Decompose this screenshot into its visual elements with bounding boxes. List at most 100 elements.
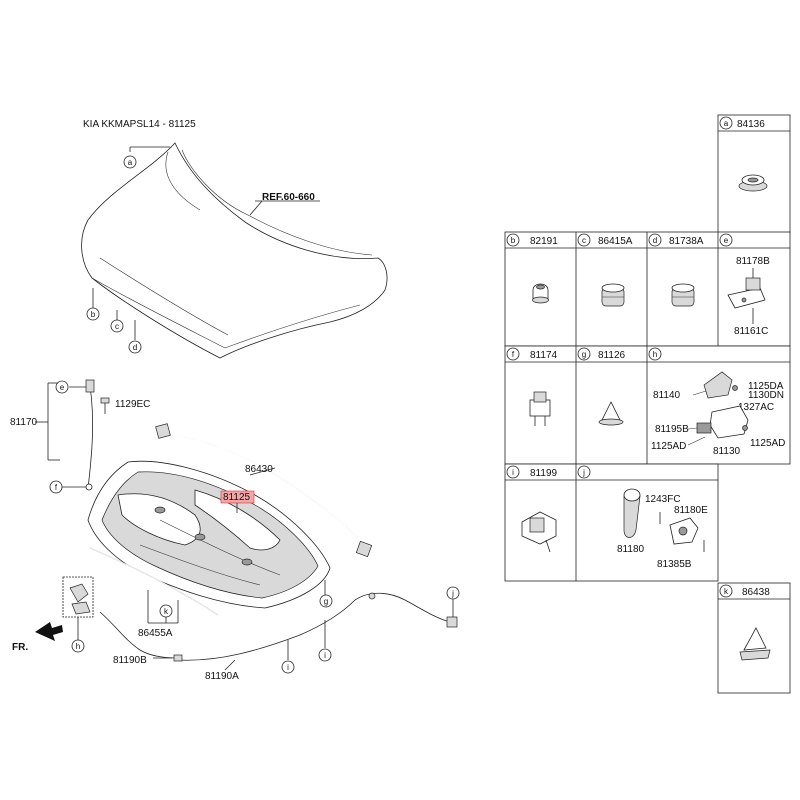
parts-grid: a 84136 b 82191 c 8641 bbox=[504, 114, 791, 694]
release-cable bbox=[99, 592, 458, 662]
part-1243fc: 1243FC bbox=[645, 494, 681, 505]
cable-clip-81199-icon bbox=[521, 511, 557, 553]
svg-text:h: h bbox=[653, 350, 657, 359]
label-81170: 81170 bbox=[10, 417, 38, 428]
svg-text:d: d bbox=[653, 236, 657, 245]
hood-insulator-81125 bbox=[87, 460, 331, 609]
part-82191: 82191 bbox=[530, 236, 558, 247]
callout-d-hood: d bbox=[128, 340, 142, 354]
push-clip-81126-icon bbox=[598, 401, 624, 426]
bumper-86415a-icon bbox=[601, 283, 625, 307]
hood-panel bbox=[81, 142, 388, 359]
hood-latch-81130-icon bbox=[687, 371, 749, 446]
part-1327ac: 1327AC bbox=[738, 402, 774, 413]
bracket-81178b-icon bbox=[727, 268, 766, 324]
grid-cell-h: h 81140 1125DA 1130DN 1327AC 81195B 1125… bbox=[648, 347, 785, 457]
latch-assembly-small bbox=[62, 576, 94, 618]
seal-strip-86455a bbox=[89, 547, 219, 616]
clip-86438-icon bbox=[739, 627, 771, 661]
bumper-82191-icon bbox=[532, 283, 549, 304]
label-81125: 81125 bbox=[223, 492, 251, 503]
grid-cell-b: b 82191 bbox=[506, 233, 558, 304]
part-81180: 81180 bbox=[617, 544, 645, 555]
part-84136: 84136 bbox=[737, 119, 765, 130]
callout-j-cable: j bbox=[446, 586, 460, 600]
part-81161c: 81161C bbox=[734, 326, 768, 337]
svg-text:g: g bbox=[324, 597, 328, 606]
part-81178b: 81178B bbox=[736, 256, 770, 267]
part-81385b: 81385B bbox=[657, 559, 692, 570]
grid-cell-k: k 86438 bbox=[719, 584, 771, 661]
part-81130: 81130 bbox=[713, 446, 741, 457]
svg-text:j: j bbox=[451, 589, 454, 598]
part-86438: 86438 bbox=[742, 587, 770, 598]
grid-cell-g: g 81126 bbox=[577, 347, 626, 426]
svg-text:h: h bbox=[76, 642, 80, 651]
svg-text:c: c bbox=[582, 236, 586, 245]
callout-g-insulator: g bbox=[319, 594, 333, 608]
svg-text:i: i bbox=[512, 468, 514, 477]
svg-text:b: b bbox=[511, 236, 516, 245]
grid-cell-j: j 1243FC 81180E 81180 81385B bbox=[577, 465, 708, 570]
callout-c-hood: c bbox=[110, 319, 124, 333]
part-86415a: 86415A bbox=[598, 236, 633, 247]
callout-h-latch: h bbox=[71, 639, 85, 653]
part-81174: 81174 bbox=[530, 350, 558, 361]
callout-i-cable-2: i bbox=[318, 648, 332, 662]
svg-text:j: j bbox=[582, 468, 585, 477]
part-1125da: 1125DA bbox=[748, 381, 784, 392]
svg-text:c: c bbox=[115, 322, 119, 331]
callout-b-hood: b bbox=[86, 307, 100, 321]
svg-text:d: d bbox=[133, 343, 137, 352]
bolt-1129ec bbox=[100, 397, 110, 414]
grid-cell-d: d 81738A bbox=[648, 233, 704, 307]
svg-text:e: e bbox=[60, 383, 65, 392]
svg-text:i: i bbox=[324, 651, 326, 660]
diagram-title: KIA KKMAPSL14 - 81125 bbox=[83, 119, 196, 130]
release-handle-81180-icon bbox=[623, 488, 705, 552]
svg-text:e: e bbox=[724, 236, 729, 245]
svg-text:k: k bbox=[724, 587, 729, 596]
svg-text:a: a bbox=[724, 119, 729, 128]
grid-cell-f: f 81174 bbox=[506, 347, 558, 426]
fr-label: FR. bbox=[12, 642, 28, 653]
part-81738a: 81738A bbox=[669, 236, 704, 247]
clip-81174-icon bbox=[529, 391, 551, 426]
callout-i-cable-1: i bbox=[281, 660, 295, 674]
callout-f-rod: f bbox=[49, 480, 63, 494]
svg-text:f: f bbox=[512, 350, 515, 359]
part-81126: 81126 bbox=[598, 350, 626, 361]
ref-label: REF.60-660 bbox=[262, 192, 315, 203]
highlight-81125 bbox=[220, 490, 255, 504]
svg-text:f: f bbox=[55, 483, 58, 492]
svg-text:i: i bbox=[287, 663, 289, 672]
label-81190b: 81190B bbox=[113, 655, 147, 666]
grid-cell-i: i 81199 bbox=[506, 465, 558, 553]
grid-cell-a: a 84136 bbox=[719, 116, 768, 192]
part-1125ad-right: 1125AD bbox=[750, 438, 785, 449]
weatherstrip-86430 bbox=[155, 423, 373, 558]
svg-text:k: k bbox=[164, 607, 169, 616]
part-81199: 81199 bbox=[530, 468, 558, 479]
svg-text:g: g bbox=[582, 350, 586, 359]
part-1125ad-left: 1125AD bbox=[651, 441, 686, 452]
callout-k-seal: k bbox=[159, 604, 173, 618]
svg-text:b: b bbox=[91, 310, 96, 319]
callout-a-hood: a bbox=[123, 155, 137, 169]
callout-e-rod: e bbox=[55, 380, 69, 394]
part-81195b: 81195B bbox=[655, 424, 689, 435]
label-1129ec: 1129EC bbox=[115, 399, 150, 410]
bumper-81738a-icon bbox=[671, 283, 695, 307]
grommet-84136-icon bbox=[738, 174, 768, 192]
grid-cell-e: e 81178B 81161C bbox=[719, 233, 770, 337]
part-81180e: 81180E bbox=[674, 505, 708, 516]
svg-text:a: a bbox=[128, 158, 133, 167]
label-86455a: 86455A bbox=[138, 628, 173, 639]
label-86430: 86430 bbox=[245, 464, 273, 475]
front-direction-arrow bbox=[35, 622, 63, 641]
part-1130dn: 1130DN bbox=[748, 390, 784, 401]
label-81190a: 81190A bbox=[205, 671, 239, 682]
hood-stay-rod bbox=[85, 379, 95, 491]
grid-cell-c: c 86415A bbox=[577, 233, 633, 307]
